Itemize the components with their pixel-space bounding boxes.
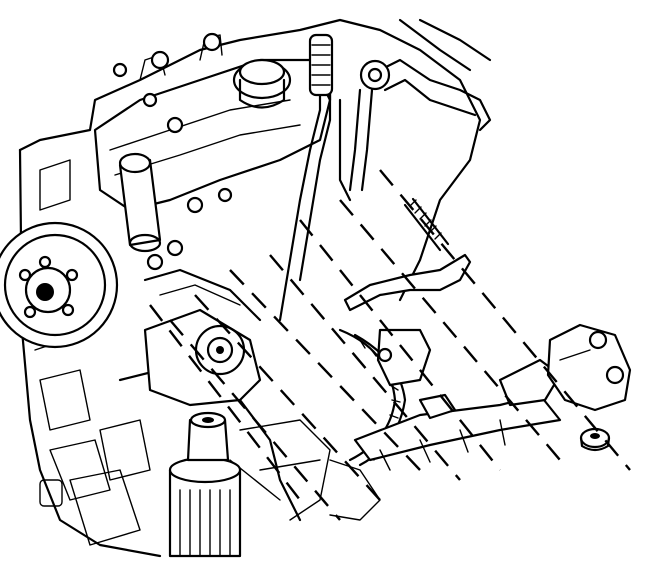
engine-mount-bracket bbox=[343, 253, 562, 471]
oil-filter bbox=[168, 411, 242, 558]
crankshaft-pulley bbox=[0, 221, 119, 349]
oil-fill-cap bbox=[232, 58, 292, 109]
right-mount bbox=[546, 323, 632, 412]
nut bbox=[579, 427, 611, 452]
stud bbox=[403, 197, 450, 252]
alignment-lines bbox=[149, 169, 631, 521]
coolant-tube bbox=[118, 152, 162, 253]
front-housing bbox=[143, 239, 262, 407]
spark-plug-wires bbox=[278, 33, 352, 322]
vacuum-hose bbox=[348, 18, 492, 192]
